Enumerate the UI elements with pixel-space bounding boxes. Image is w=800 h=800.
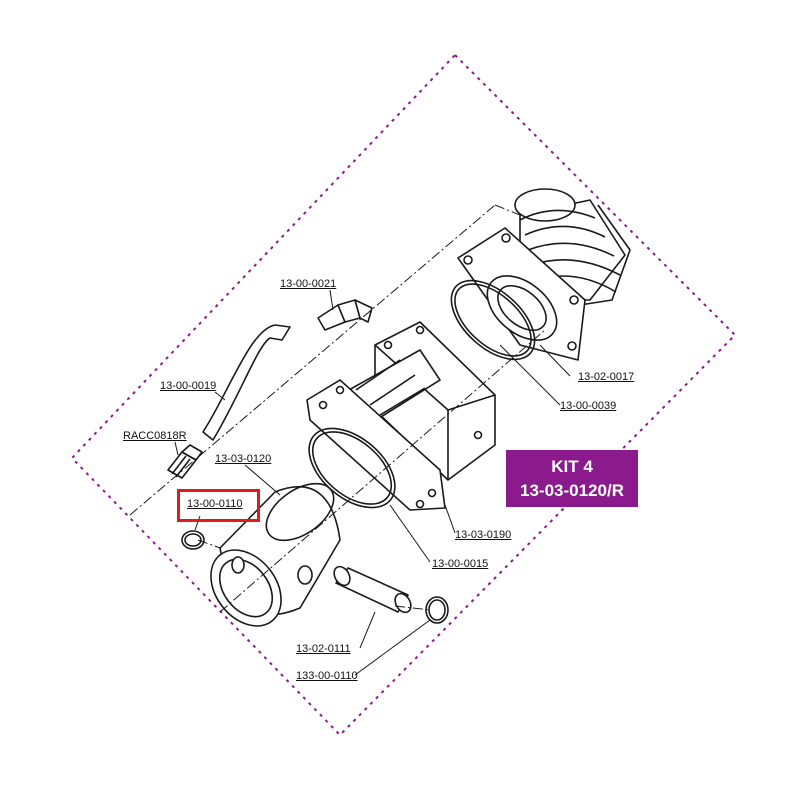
leader-13-02-0111	[359, 611, 376, 649]
piston-pin-part	[333, 565, 412, 614]
retaining-ring-left	[181, 530, 205, 550]
part-label-racc0818r: RACC0818R	[123, 430, 187, 442]
part-label-133-00-0110: 133-00-0110	[296, 670, 358, 682]
leader-13-02-0017	[539, 344, 571, 377]
leader-13-03-0190	[444, 504, 456, 534]
cylinder-body-part	[210, 482, 341, 627]
part-label-13-02-0017: 13-02-0017	[578, 371, 635, 383]
leader-13-00-0021	[329, 289, 334, 311]
pipe-fitting-part	[167, 444, 203, 479]
part-label-13-00-0021: 13-00-0021	[280, 278, 337, 290]
bellows-hub-part	[514, 188, 631, 306]
part-label-13-02-0111: 13-02-0111	[296, 643, 351, 655]
leader-racc0818r	[174, 441, 179, 456]
assembly-axis-line	[129, 204, 496, 516]
leader-13-03-0120	[244, 464, 281, 496]
part-label-13-00-0019: 13-00-0019	[160, 380, 217, 392]
leader-133-00-0110	[354, 619, 431, 676]
part-label-13-00-0015: 13-00-0015	[432, 558, 489, 570]
part-label-13-03-0120: 13-03-0120	[215, 453, 272, 465]
part-label-13-00-0039: 13-00-0039	[560, 400, 617, 412]
part-label-13-03-0190: 13-03-0190	[455, 529, 512, 541]
o-ring-medium	[308, 427, 396, 509]
hose-tube-part	[202, 324, 291, 441]
kit-code: 13-03-0120/R	[520, 480, 624, 500]
part-label-13-00-0110: 13-00-0110	[187, 498, 243, 510]
kit-badge: KIT 4 13-03-0120/R	[506, 450, 638, 507]
leader-13-00-0039	[499, 344, 561, 406]
highlight-box	[177, 489, 260, 522]
leader-13-00-0019	[214, 391, 226, 401]
pump-housing-part	[306, 321, 496, 511]
leader-13-00-0110	[194, 515, 201, 531]
elbow-fitting-part	[317, 299, 373, 331]
kit-boundary-outline	[70, 53, 737, 737]
kit-title: KIT 4	[551, 456, 593, 476]
leader-13-00-0015	[389, 504, 431, 563]
o-ring-large	[450, 279, 536, 361]
